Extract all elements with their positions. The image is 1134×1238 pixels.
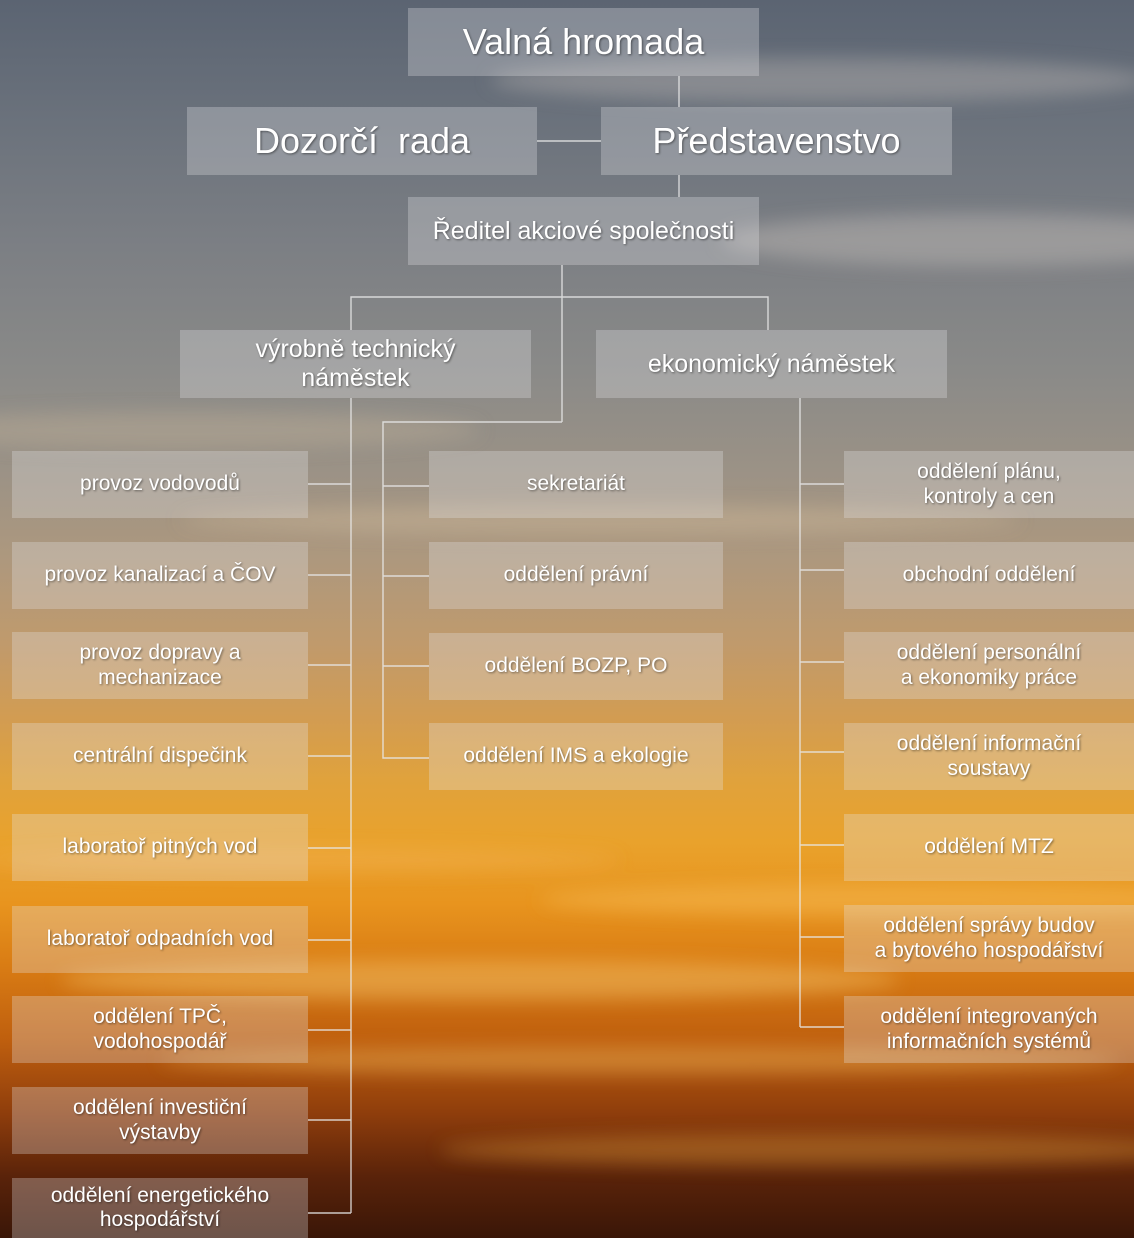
director-unit: oddělení právní: [429, 542, 723, 609]
technical-deputy-box: výrobně technický náměstek: [180, 330, 531, 398]
economic-deputy-box: ekonomický náměstek: [596, 330, 947, 398]
technical-unit: laboratoř pitných vod: [12, 814, 308, 881]
technical-unit: provoz vodovodů: [12, 451, 308, 518]
economic-unit: oddělení personální a ekonomiky práce: [844, 632, 1134, 699]
technical-unit: provoz dopravy a mechanizace: [12, 632, 308, 699]
economic-unit: oddělení integrovaných informačních syst…: [844, 996, 1134, 1063]
technical-unit: oddělení energetického hospodářství: [12, 1178, 308, 1238]
economic-unit: oddělení plánu, kontroly a cen: [844, 451, 1134, 518]
economic-unit: oddělení informační soustavy: [844, 723, 1134, 790]
technical-unit: laboratoř odpadních vod: [12, 906, 308, 973]
economic-unit: obchodní oddělení: [844, 542, 1134, 609]
economic-unit: oddělení MTZ: [844, 814, 1134, 881]
general-meeting-box: Valná hromada: [408, 8, 759, 76]
director-unit: sekretariát: [429, 451, 723, 518]
supervisory-board-box: Dozorčí rada: [187, 107, 537, 175]
director-box: Ředitel akciové společnosti: [408, 197, 759, 265]
technical-unit: provoz kanalizací a ČOV: [12, 542, 308, 609]
technical-unit: oddělení TPČ, vodohospodář: [12, 996, 308, 1063]
director-unit: oddělení IMS a ekologie: [429, 723, 723, 790]
technical-unit: oddělení investiční výstavby: [12, 1087, 308, 1154]
director-unit: oddělení BOZP, PO: [429, 633, 723, 700]
economic-unit: oddělení správy budov a bytového hospodá…: [844, 905, 1134, 972]
board-of-directors-box: Představenstvo: [601, 107, 952, 175]
technical-unit: centrální dispečink: [12, 723, 308, 790]
